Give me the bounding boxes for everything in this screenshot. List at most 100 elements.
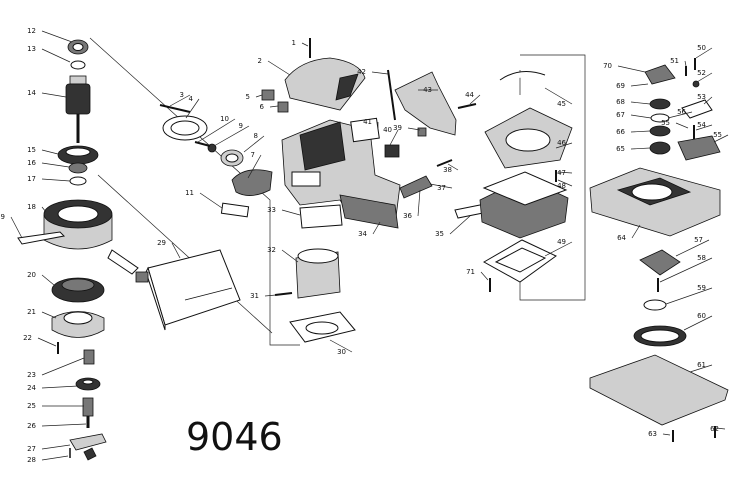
callout-number-p21: 21 bbox=[27, 308, 36, 316]
leader-line-p22 bbox=[37, 337, 57, 347]
callout-number-p63: 63 bbox=[648, 430, 657, 438]
callout-number-p39: 39 bbox=[393, 124, 402, 132]
callout-number-p40: 40 bbox=[383, 126, 392, 134]
callout-number-p3: 3 bbox=[180, 91, 184, 99]
callout-number-p53: 53 bbox=[697, 93, 706, 101]
callout-number-p55a: 55 bbox=[661, 119, 670, 127]
leader-line-p71 bbox=[480, 271, 489, 281]
leader-line-p65 bbox=[630, 147, 651, 150]
leader-line-p68 bbox=[630, 101, 651, 105]
callout-number-p34: 34 bbox=[358, 230, 367, 238]
callout-number-p19: 19 bbox=[0, 213, 5, 221]
leader-line-p67 bbox=[630, 114, 652, 119]
leader-line-p17 bbox=[41, 178, 71, 182]
callout-number-p41: 41 bbox=[363, 118, 372, 126]
callout-number-p26: 26 bbox=[27, 422, 36, 430]
leader-line-p5 bbox=[255, 94, 263, 98]
leader-line-p8 bbox=[243, 135, 265, 153]
leader-line-p39 bbox=[407, 127, 421, 131]
pad-base-group bbox=[479, 70, 573, 292]
leader-line-p18 bbox=[41, 206, 47, 213]
leader-line-p55b bbox=[713, 134, 729, 143]
leader-line-p35 bbox=[449, 215, 471, 235]
callout-number-p50: 50 bbox=[697, 44, 706, 52]
callout-number-p20: 20 bbox=[27, 271, 36, 279]
leader-line-p42 bbox=[371, 71, 389, 75]
callout-number-p45: 45 bbox=[557, 100, 566, 108]
leader-line-p12 bbox=[41, 30, 73, 43]
leader-line-p3 bbox=[169, 94, 191, 107]
callout-number-p1: 1 bbox=[292, 39, 296, 47]
leader-line-p21 bbox=[41, 311, 57, 319]
leader-line-p49 bbox=[544, 241, 573, 257]
leader-line-p50 bbox=[695, 47, 713, 59]
callout-number-p65: 65 bbox=[616, 145, 625, 153]
callout-number-p12: 12 bbox=[27, 27, 36, 35]
leader-line-p66 bbox=[630, 130, 651, 133]
leader-line-p46 bbox=[555, 142, 573, 149]
leader-line-p56 bbox=[667, 111, 693, 119]
callout-number-p15: 15 bbox=[27, 146, 36, 154]
callout-number-p61: 61 bbox=[697, 361, 706, 369]
callout-number-p52: 52 bbox=[697, 69, 706, 77]
cord-guard-part bbox=[399, 175, 433, 199]
leader-line-p31 bbox=[264, 294, 277, 297]
callout-number-p47: 47 bbox=[557, 169, 566, 177]
leader-line-p23 bbox=[41, 357, 85, 376]
balancer-part bbox=[639, 249, 681, 276]
lever-part bbox=[17, 231, 66, 245]
leader-line-p37 bbox=[429, 183, 453, 189]
switch-part bbox=[384, 144, 400, 158]
callout-number-p27: 27 bbox=[27, 445, 36, 453]
callout-number-p59: 59 bbox=[697, 284, 706, 292]
dust-cover-part bbox=[499, 70, 546, 81]
leader-line-p32 bbox=[281, 249, 299, 263]
callout-number-p68: 68 bbox=[616, 98, 625, 106]
callout-number-p38: 38 bbox=[443, 166, 452, 174]
leader-line-p26 bbox=[41, 423, 87, 427]
callout-number-p70: 70 bbox=[603, 62, 612, 70]
callout-number-p55b: 55 bbox=[713, 131, 722, 139]
armature-commutator bbox=[69, 75, 87, 85]
leader-line-p15 bbox=[41, 149, 59, 155]
leader-line-p19 bbox=[10, 216, 23, 239]
pad-part bbox=[589, 354, 729, 426]
leader-line-p58 bbox=[659, 257, 713, 283]
leader-line-p53 bbox=[703, 96, 713, 105]
callout-number-p31: 31 bbox=[250, 292, 259, 300]
callout-number-p9: 9 bbox=[239, 122, 243, 130]
armature-core bbox=[65, 83, 91, 115]
leader-line-p2 bbox=[267, 60, 291, 76]
callout-number-p22: 22 bbox=[23, 334, 32, 342]
callout-number-p56: 56 bbox=[677, 108, 686, 116]
callout-number-p23: 23 bbox=[27, 371, 36, 379]
callout-number-p42: 42 bbox=[357, 68, 366, 76]
callout-number-p58: 58 bbox=[697, 254, 706, 262]
callout-number-p17: 17 bbox=[27, 175, 36, 183]
leader-line-p20 bbox=[41, 274, 55, 286]
leader-line-p47 bbox=[557, 171, 573, 174]
callout-number-p2: 2 bbox=[258, 57, 262, 65]
leader-line-p59 bbox=[665, 287, 713, 305]
leader-line-p63 bbox=[662, 433, 671, 436]
callout-number-p36: 36 bbox=[403, 212, 412, 220]
leader-line-p29 bbox=[171, 242, 181, 259]
leader-line-p44 bbox=[469, 94, 481, 105]
leader-line-p4 bbox=[185, 98, 200, 119]
callout-number-p4: 4 bbox=[189, 95, 194, 103]
leader-line-p64 bbox=[631, 224, 641, 239]
leader-line-p40 bbox=[389, 129, 399, 146]
callout-number-p46: 46 bbox=[557, 139, 566, 147]
callout-number-p51: 51 bbox=[670, 57, 679, 65]
callout-number-p28: 28 bbox=[27, 456, 36, 464]
pad-group bbox=[589, 58, 729, 442]
callout-number-p67: 67 bbox=[616, 111, 625, 119]
model-number: 9046 bbox=[186, 415, 283, 459]
leader-line-p11 bbox=[199, 192, 223, 209]
leader-line-p51 bbox=[684, 60, 687, 67]
leader-line-p7 bbox=[247, 154, 262, 179]
leader-line-p10 bbox=[197, 118, 236, 143]
callout-number-p62: 62 bbox=[710, 425, 719, 433]
leader-line-p69 bbox=[630, 83, 649, 87]
